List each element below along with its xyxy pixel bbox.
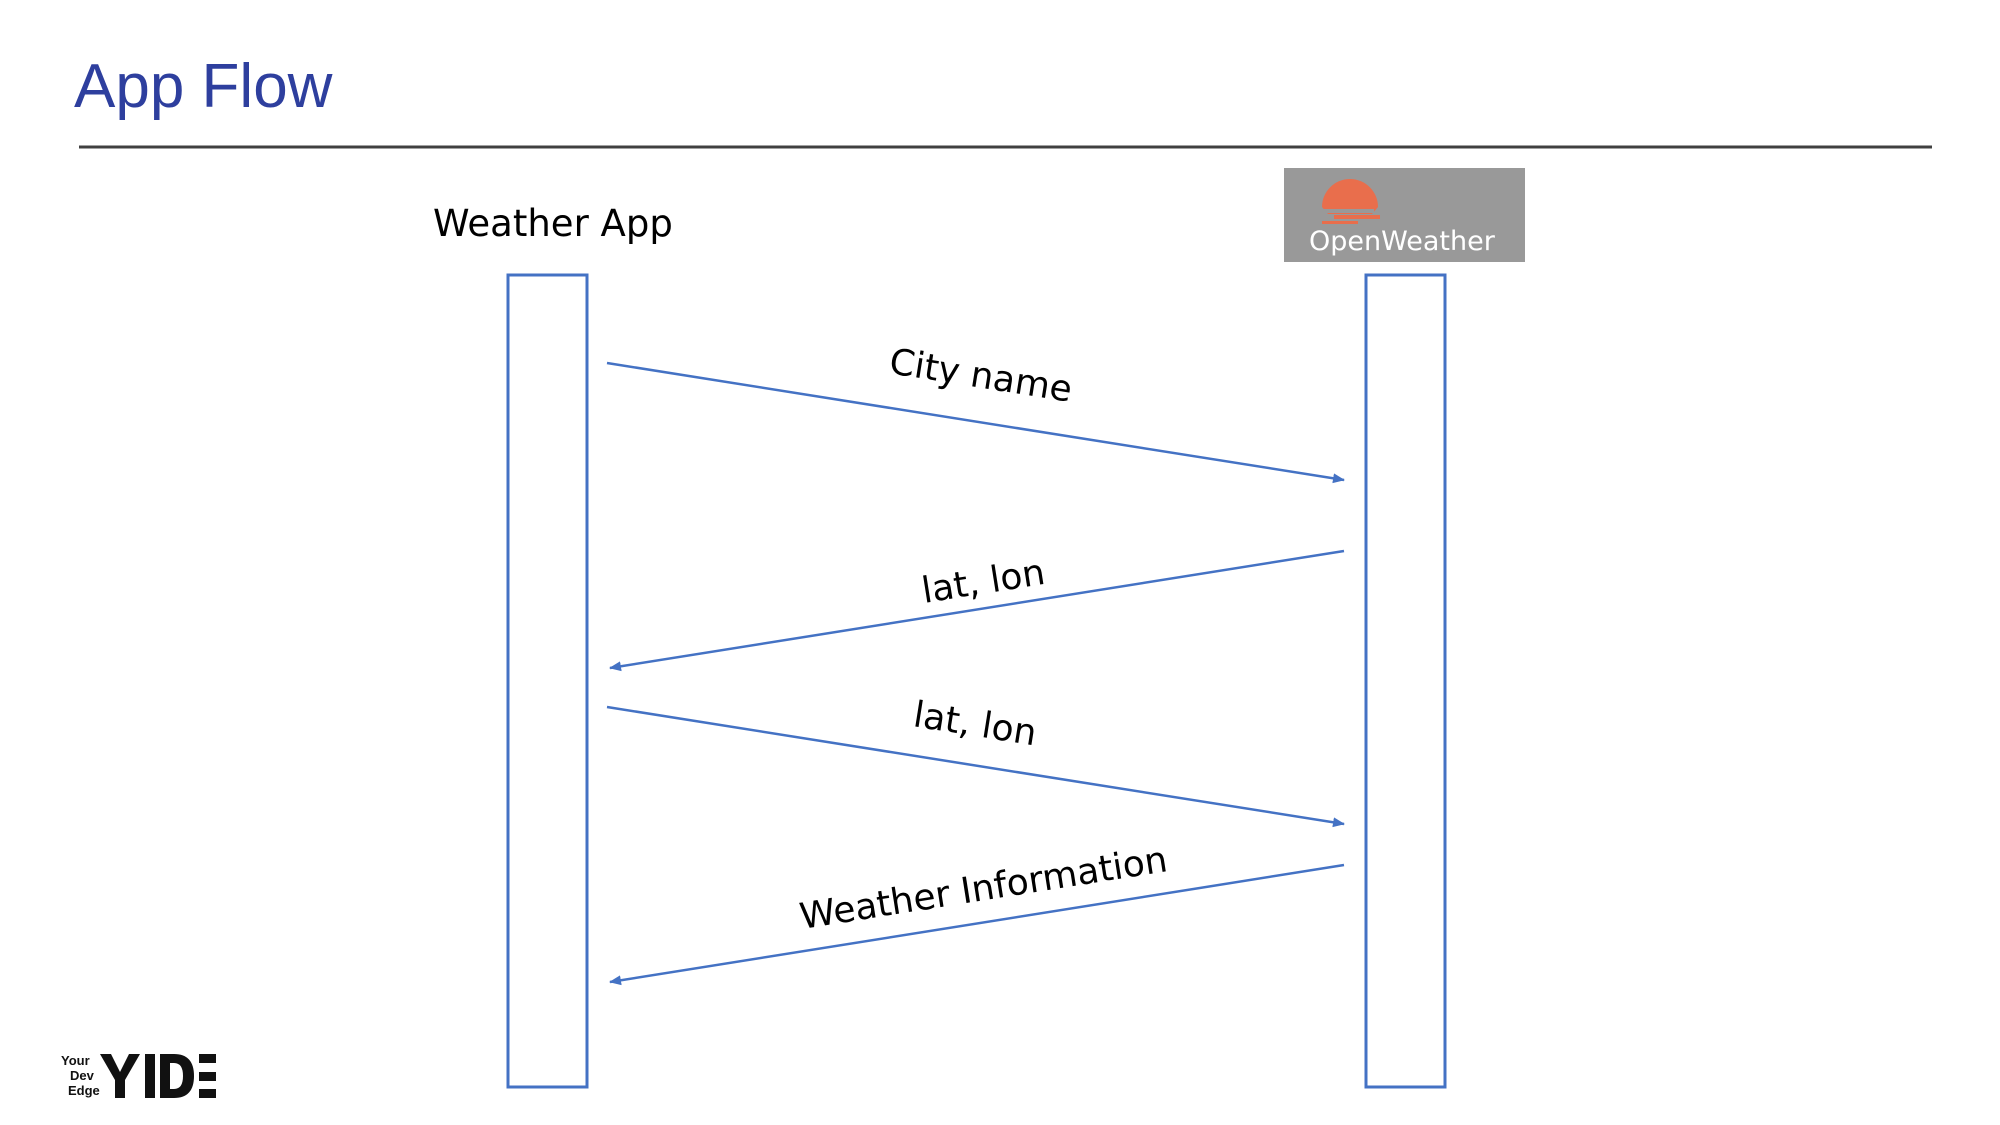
yde-logo: Your Dev Edge xyxy=(61,1053,216,1098)
message-label-lat-lon-response: lat, lon xyxy=(919,552,1048,612)
yde-logo-edge: Edge xyxy=(68,1083,100,1098)
yde-logo-your: Your xyxy=(61,1053,90,1068)
message-label-city-name: City name xyxy=(887,341,1075,410)
openweather-logo-text: OpenWeather xyxy=(1309,226,1496,257)
sun-icon xyxy=(1322,179,1380,224)
message-arrow-weather-information xyxy=(609,863,1345,986)
yde-logo-dev: Dev xyxy=(70,1068,95,1083)
message-arrow-lat-lon-request xyxy=(606,705,1345,828)
message-arrow-lat-lon-response xyxy=(609,549,1345,672)
message-label-lat-lon-request: lat, lon xyxy=(911,694,1040,754)
slide-title: App Flow xyxy=(74,52,333,121)
yde-mark-icon xyxy=(100,1054,216,1098)
message-arrow-city-name xyxy=(606,361,1345,484)
weather-app-lifeline xyxy=(506,273,589,1089)
openweather-lifeline xyxy=(1364,273,1447,1089)
weather-app-label: Weather App xyxy=(433,202,673,245)
openweather-logo: OpenWeather xyxy=(1284,168,1525,262)
